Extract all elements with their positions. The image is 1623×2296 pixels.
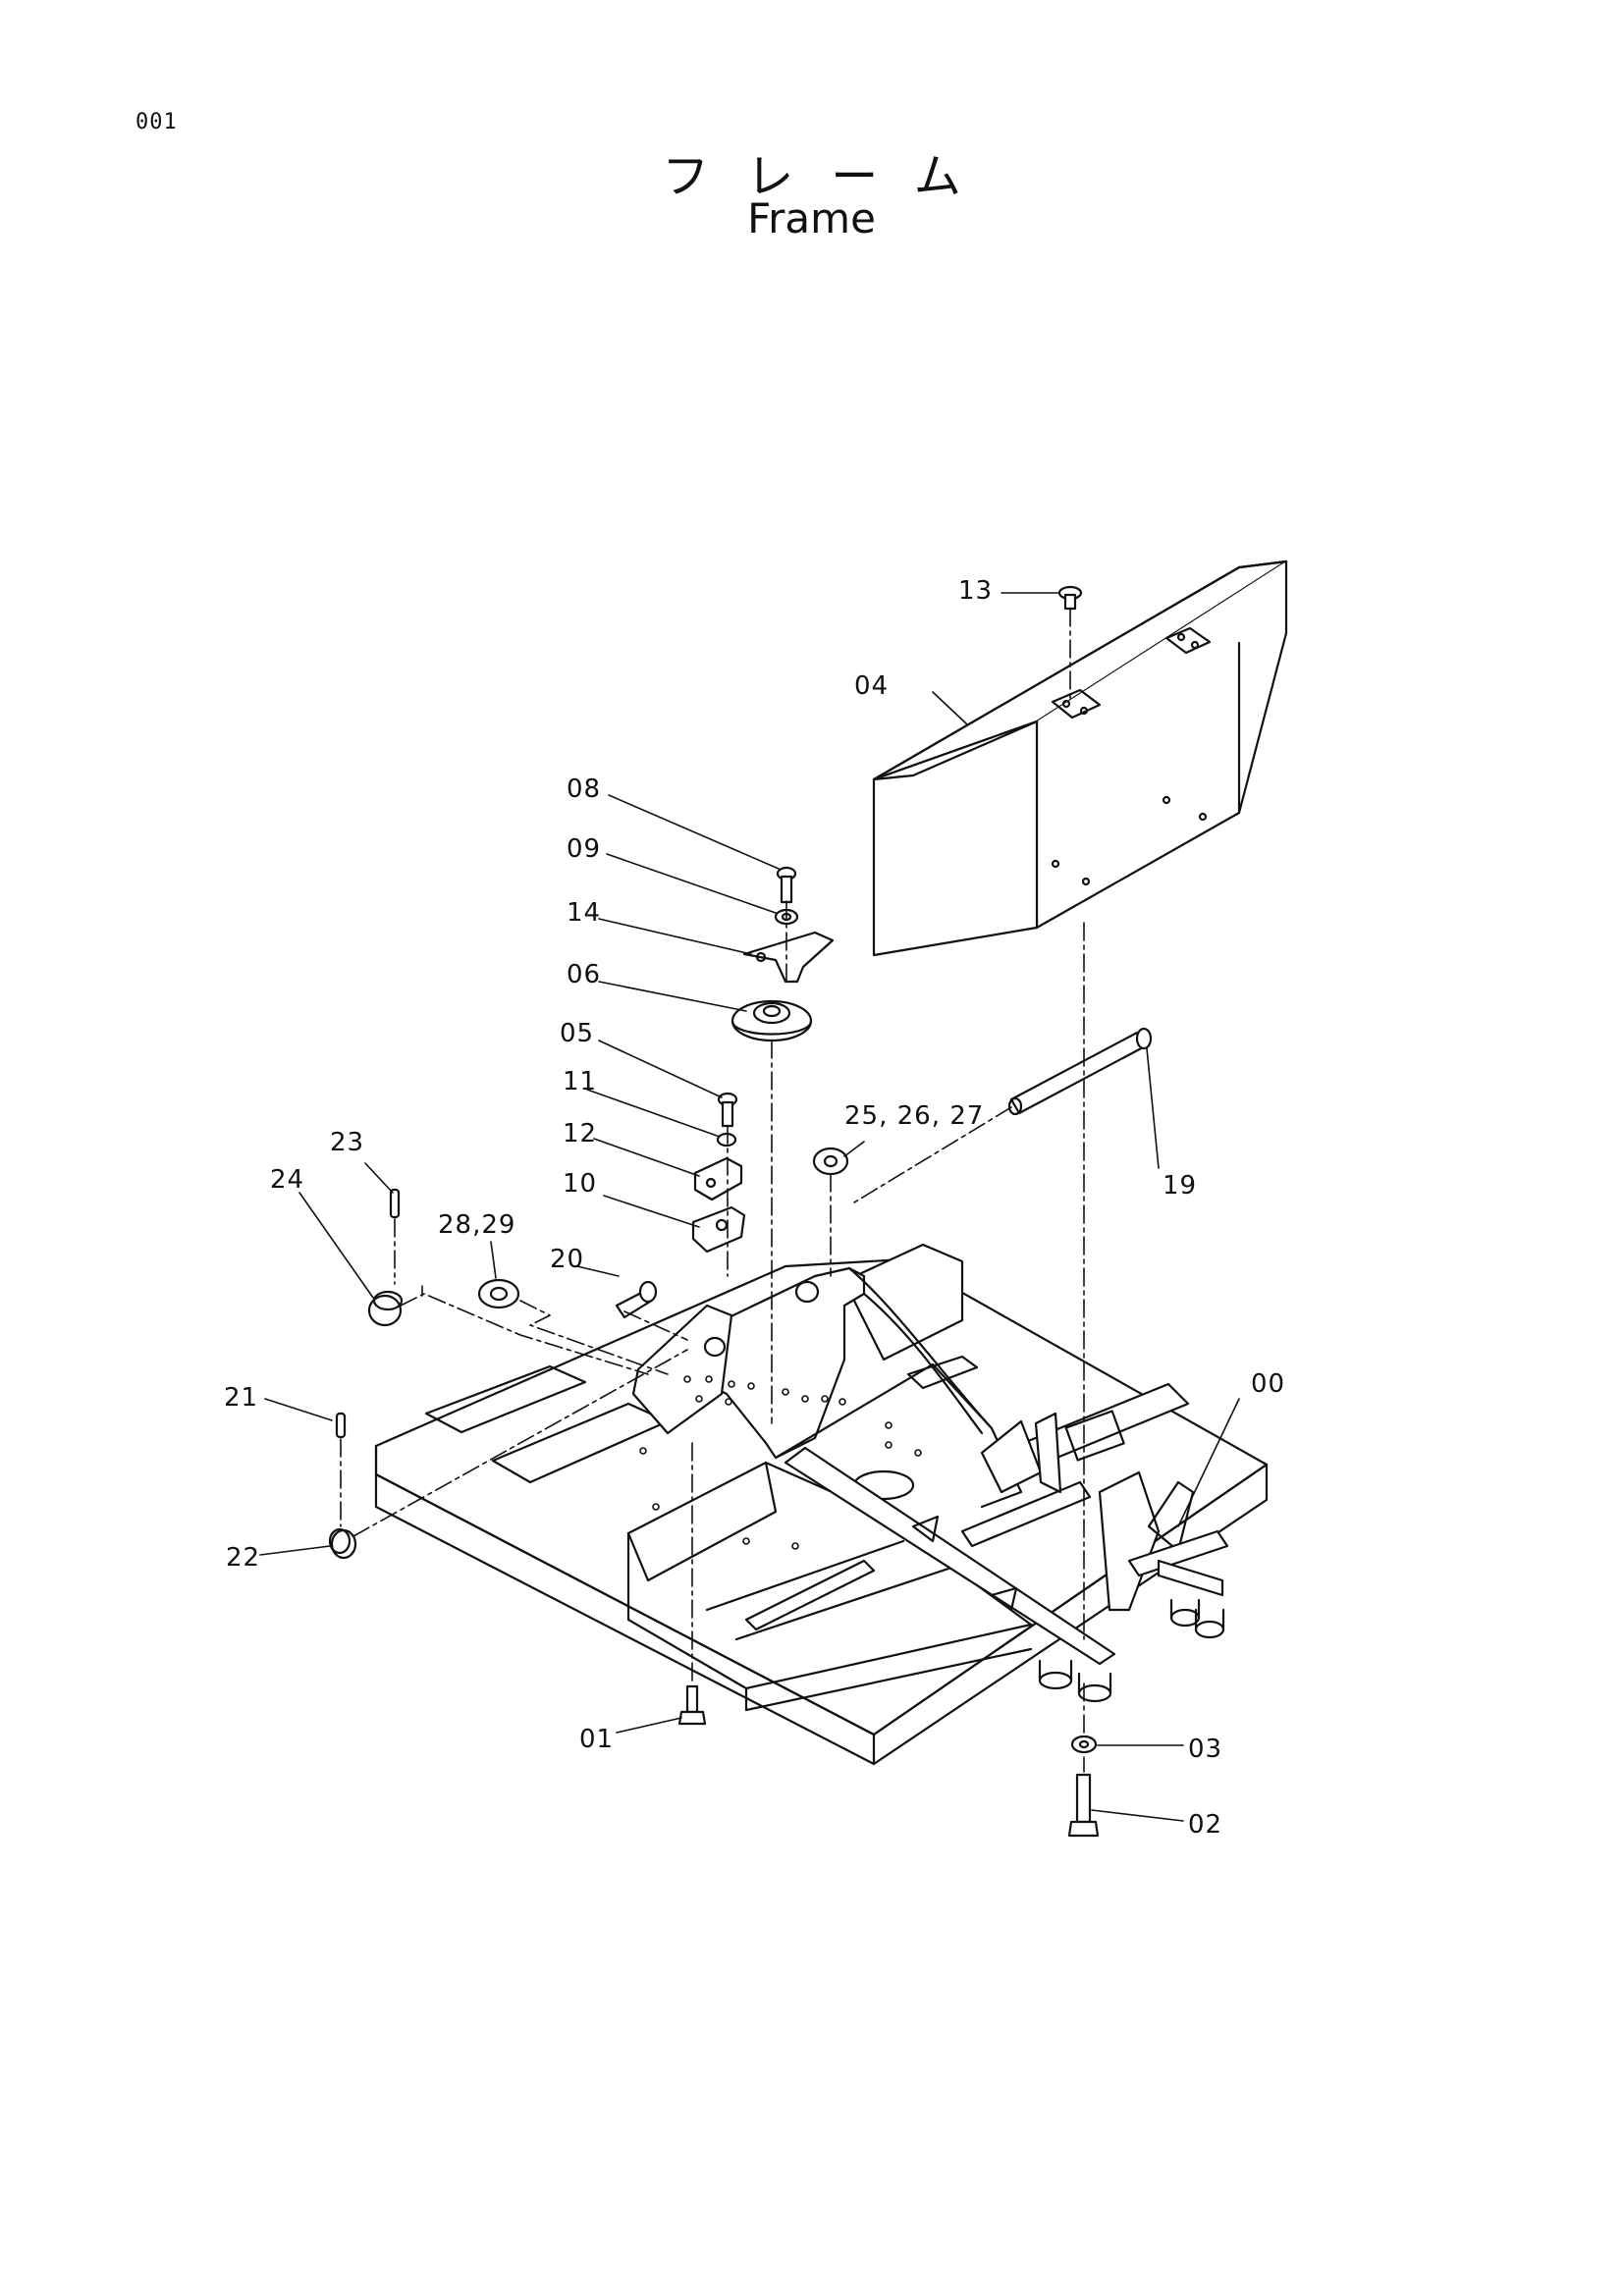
callout-02: 02 [1188,1810,1222,1840]
callout-03: 03 [1188,1735,1222,1764]
assembly-lines [340,608,1085,1773]
callout-23: 23 [330,1128,364,1157]
callout-04: 04 [854,671,889,701]
callout-01: 01 [579,1725,614,1754]
small-parts-group [328,585,1153,1838]
main-frame-part [374,1243,1269,1766]
callout-24: 24 [270,1165,304,1195]
callout-14: 14 [567,898,601,928]
callout-13: 13 [958,576,993,606]
leader-lines [259,592,1240,1822]
callout-08: 08 [567,774,601,804]
title-japanese: フレーム [662,149,999,204]
callout-20: 20 [550,1245,584,1274]
counterweight-part [872,560,1288,957]
title-english: Frame [747,194,876,242]
callout-09: 09 [567,834,601,864]
callout-28-29: 28,29 [438,1210,515,1240]
callout-11: 11 [563,1067,597,1096]
callout-00: 00 [1251,1369,1285,1399]
page-number: 001 [135,110,178,134]
callout-22: 22 [226,1543,260,1573]
callout-12: 12 [563,1119,597,1148]
callout-25-26-27: 25, 26, 27 [844,1101,984,1131]
callout-06: 06 [567,960,601,989]
callout-19: 19 [1163,1171,1197,1201]
callout-05: 05 [560,1019,594,1048]
callout-10: 10 [563,1169,597,1199]
callout-labels: 00 01 02 03 04 05 06 08 09 10 11 12 13 1… [224,576,1285,1840]
callout-21: 21 [224,1383,258,1413]
